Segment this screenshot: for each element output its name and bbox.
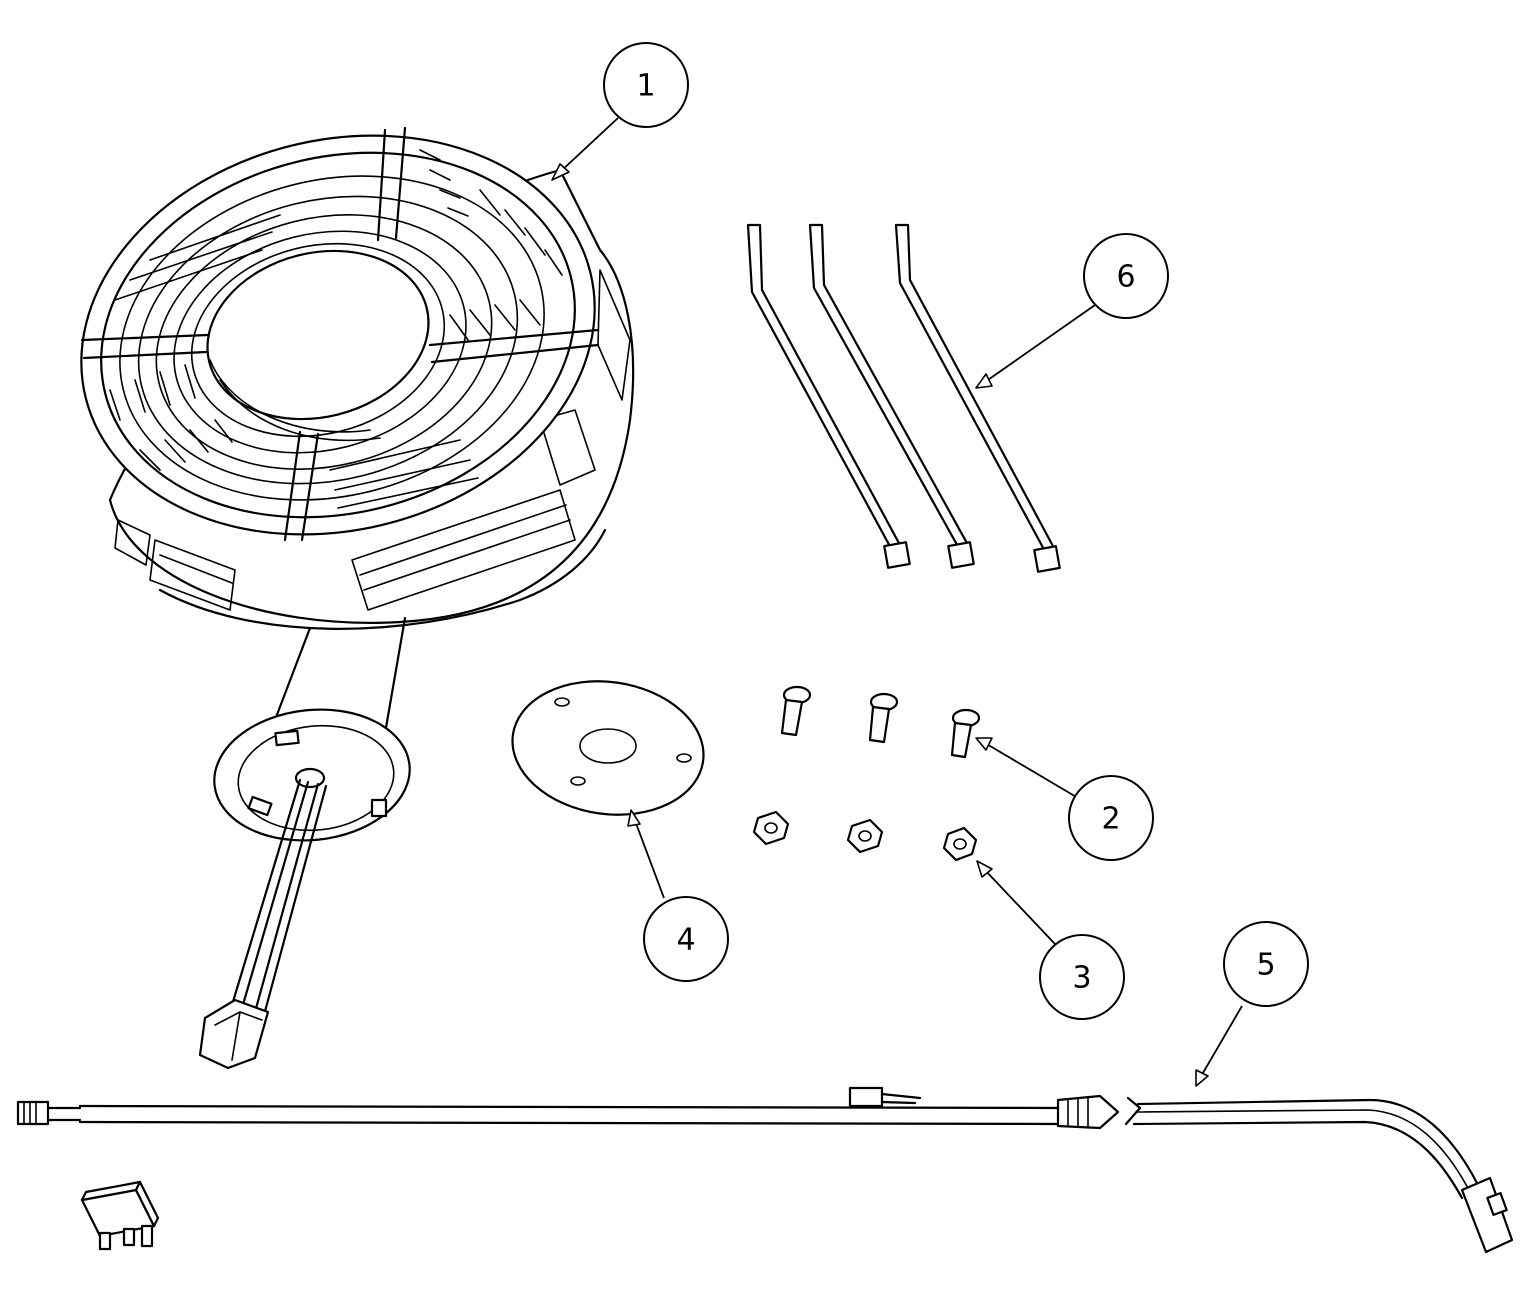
cable-ties-part bbox=[746, 223, 1061, 573]
gasket-plate-part bbox=[511, 680, 705, 816]
callout-3: 3 bbox=[1039, 934, 1125, 1020]
callout-6-label: 6 bbox=[1116, 260, 1135, 295]
callout-5-label: 5 bbox=[1256, 948, 1275, 983]
callout-2: 2 bbox=[1068, 775, 1154, 861]
callout-2-label: 2 bbox=[1101, 802, 1120, 837]
blade-fuse-part bbox=[80, 1180, 160, 1251]
cable-harness-part bbox=[16, 1086, 1514, 1254]
callout-1-label: 1 bbox=[636, 69, 655, 104]
mounting-ring-with-wire-leads bbox=[198, 708, 411, 1070]
fan-housing-part bbox=[80, 126, 635, 747]
callout-6: 6 bbox=[1083, 233, 1169, 319]
nuts-part bbox=[752, 810, 978, 862]
callout-4-label: 4 bbox=[676, 923, 695, 958]
callout-5: 5 bbox=[1223, 921, 1309, 1007]
callout-3-label: 3 bbox=[1072, 961, 1091, 996]
callout-1: 1 bbox=[603, 42, 689, 128]
callout-4: 4 bbox=[643, 896, 729, 982]
screws-part bbox=[780, 685, 981, 759]
callout-leaders bbox=[551, 117, 1243, 1087]
